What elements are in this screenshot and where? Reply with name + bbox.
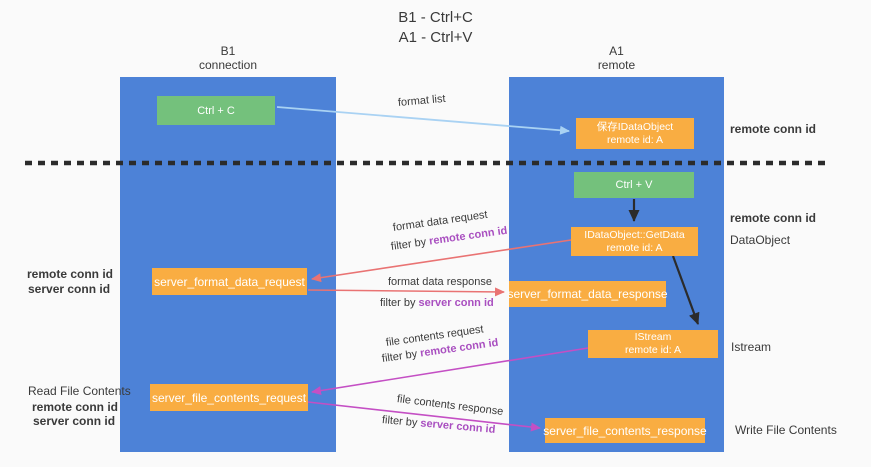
- node-ctrl-c: Ctrl + C: [157, 96, 275, 125]
- node-idataobject-getdata: IDataObject::GetData remote id: A: [571, 227, 698, 256]
- format-list-label: format list: [397, 92, 447, 109]
- remote-conn-id-text: remote conn id: [428, 224, 509, 248]
- annotation-left-server-conn-id-2: server conn id: [33, 414, 116, 428]
- filter-by-text: filter by: [380, 297, 416, 309]
- annotation-left-remote-conn-id-2: remote conn id: [32, 400, 119, 414]
- lifeline-header-b1-role: connection: [198, 58, 258, 72]
- node-istream: IStream remote id: A: [588, 330, 718, 358]
- filter-by-text: filter by: [381, 348, 418, 365]
- file-contents-response-label: file contents response: [396, 393, 504, 418]
- annotation-read-file-contents: Read File Contents: [28, 384, 131, 398]
- node-server-format-data-response-label: server_format_data_response: [507, 287, 668, 301]
- annotation-dataobject: DataObject: [730, 233, 791, 247]
- node-save-dataobject-line1: 保存IDataObject: [596, 120, 674, 133]
- lifeline-header-a1-name: A1: [609, 44, 624, 58]
- node-server-format-data-request-label: server_format_data_request: [154, 274, 305, 289]
- format-data-response-filter-label: filter by server conn id: [380, 297, 494, 309]
- format-data-response-label: format data response: [388, 276, 492, 288]
- lifeline-header-b1-name: B1: [220, 44, 236, 58]
- node-server-format-data-request: server_format_data_request: [152, 268, 307, 295]
- node-save-dataobject: 保存IDataObject remote id: A: [576, 118, 694, 149]
- node-server-format-data-response: server_format_data_response: [507, 281, 668, 307]
- node-server-file-contents-response-label: server_file_contents_response: [543, 423, 707, 438]
- node-istream-line2: remote id: A: [624, 344, 682, 356]
- file-contents-response-filter-label: filter by server conn id: [381, 414, 495, 436]
- diagram-title-line2: A1 - Ctrl+V: [398, 29, 473, 46]
- annotation-write-file-contents: Write File Contents: [735, 423, 837, 437]
- server-conn-id-text: server conn id: [419, 417, 496, 436]
- lifeline-header-b1: B1 connection: [120, 44, 336, 72]
- node-server-file-contents-response: server_file_contents_response: [543, 418, 707, 443]
- node-idataobject-getdata-line2: remote id: A: [606, 241, 663, 254]
- node-ctrl-c-label: Ctrl + C: [197, 104, 235, 117]
- annotation-istream: Istream: [731, 340, 772, 354]
- node-ctrl-v: Ctrl + V: [574, 172, 694, 198]
- server-conn-id-text: server conn id: [418, 297, 494, 309]
- lifeline-header-a1: A1 remote: [509, 44, 724, 72]
- annotation-left-server-conn-id-1: server conn id: [28, 282, 111, 296]
- node-server-file-contents-request: server_file_contents_request: [150, 384, 308, 411]
- filter-by-text: filter by: [381, 414, 418, 430]
- node-idataobject-getdata-line1: IDataObject::GetData: [584, 228, 685, 241]
- node-server-file-contents-request-label: server_file_contents_request: [151, 390, 307, 405]
- diagram-title-line1: B1 - Ctrl+C: [398, 9, 473, 26]
- format-data-response-arrow: [307, 287, 505, 297]
- annotation-remote-conn-id-middle: remote conn id: [730, 211, 817, 225]
- filter-by-text: filter by: [390, 236, 427, 253]
- lifeline-header-a1-role: remote: [597, 58, 636, 72]
- node-save-dataobject-line2: remote id: A: [606, 133, 664, 146]
- node-istream-line1: IStream: [634, 331, 672, 343]
- diagram-title: B1 - Ctrl+C A1 - Ctrl+V: [0, 8, 871, 48]
- node-ctrl-v-label: Ctrl + V: [615, 179, 653, 191]
- annotation-remote-conn-id-top: remote conn id: [730, 122, 817, 136]
- annotation-left-remote-conn-id-1: remote conn id: [27, 267, 114, 281]
